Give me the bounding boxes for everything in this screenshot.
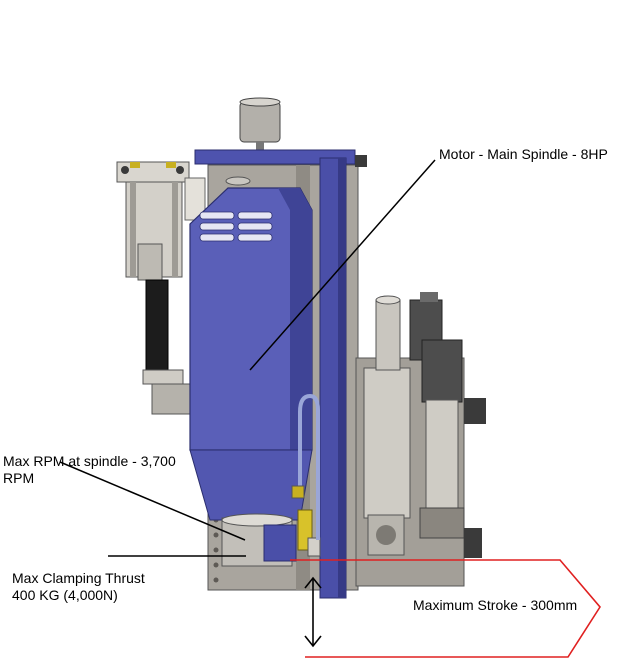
stroke-double-arrow [304,576,322,648]
top-crossbar [194,149,367,167]
coolant-hose [298,393,320,540]
vertical-column [319,157,347,599]
encoder-cap [239,97,281,150]
stroke-red-outline [290,559,601,658]
hose-fitting [291,485,305,499]
pneumatic-cylinder [116,161,206,415]
rpm-leader-line [59,461,246,541]
spindle-nose [221,509,321,567]
leader-lines [59,159,436,557]
max-rpm-label: Max RPM at spindle - 3,700 RPM [3,453,176,486]
motor-housing [189,176,313,521]
clamping-thrust-label: Max Clamping Thrust 400 KG (4,000N) [12,570,145,603]
stroke-label: Maximum Stroke - 300mm [413,597,578,613]
motor-leader-line [249,159,436,371]
stroke-indicator [290,559,601,658]
feed-assembly [355,292,486,587]
motor-label: Motor - Main Spindle - 8HP [439,146,608,162]
